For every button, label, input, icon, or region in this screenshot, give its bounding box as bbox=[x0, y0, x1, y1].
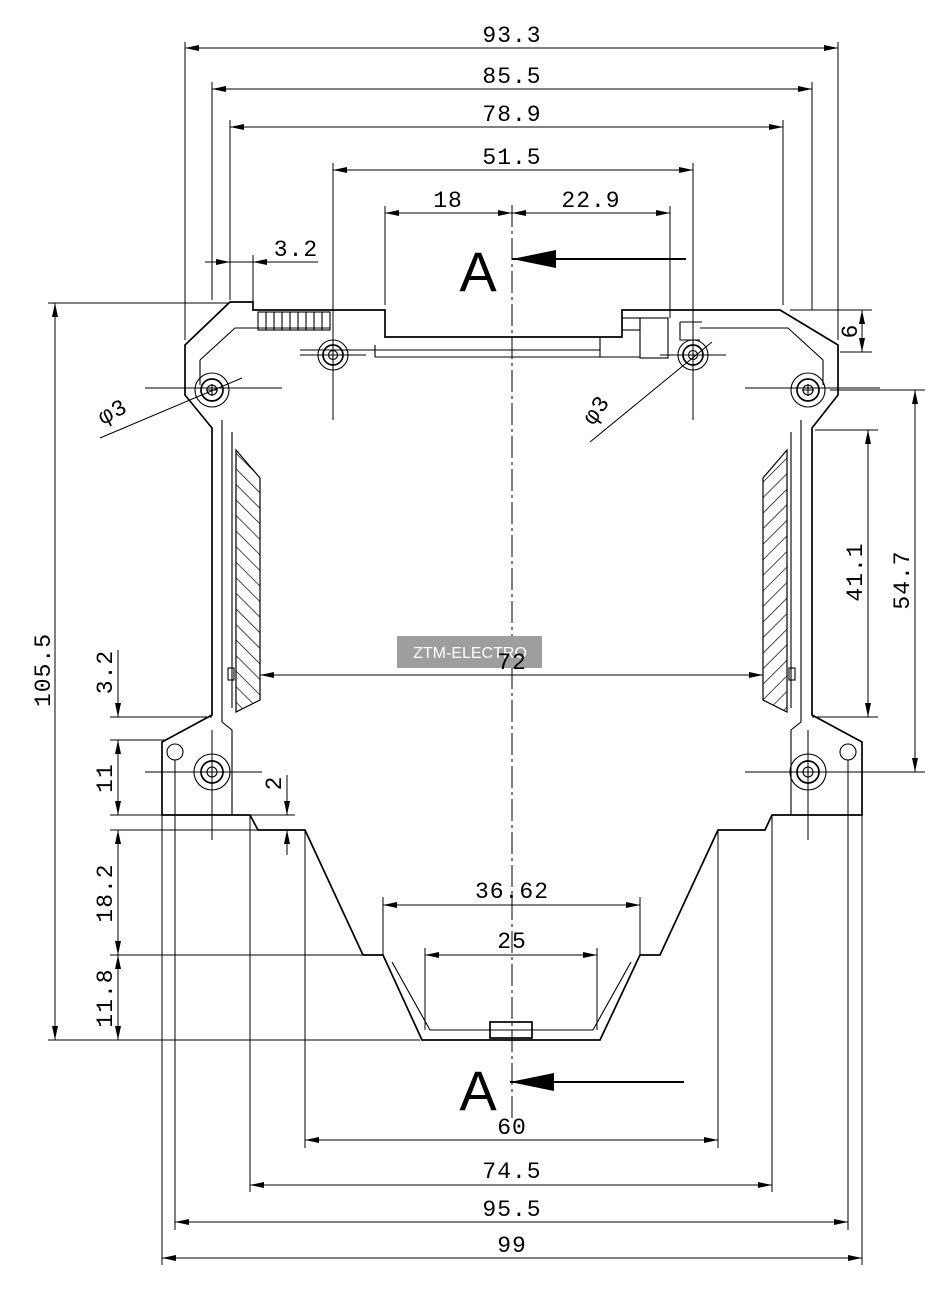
dim-label-top-step: 3.2 bbox=[274, 237, 318, 263]
dim-label-top-rail: 85.5 bbox=[482, 64, 541, 90]
dim-label-bottom-overall: 99 bbox=[497, 1233, 527, 1259]
dim-label-right-inner-height: 41.1 bbox=[843, 542, 869, 601]
dim-label-rail-outer: 36.62 bbox=[475, 879, 549, 905]
hole-label-right: φ3 bbox=[578, 391, 616, 430]
hatch-section-right bbox=[762, 448, 788, 713]
dim-flange-inner: 95.5 bbox=[174, 760, 849, 1230]
watermark-text: ZTM-ELECTRO bbox=[413, 645, 527, 662]
dim-label-right-lip: 6 bbox=[838, 324, 864, 339]
dim-inner-width: 72 bbox=[260, 650, 763, 678]
dim-right-inner-height: 41.1 bbox=[812, 429, 878, 718]
dim-label-left-flange-offset: 3.2 bbox=[93, 650, 119, 694]
dim-bottom-overall: 99 bbox=[161, 815, 863, 1265]
dim-lid-right: 22.9 bbox=[512, 188, 671, 318]
hole-callout-left: φ3 bbox=[94, 377, 243, 439]
dim-left-total-height: 105.5 bbox=[31, 302, 420, 1041]
dim-label-lid-left: 18 bbox=[433, 188, 463, 214]
dim-label-flange-inner: 95.5 bbox=[482, 1197, 541, 1223]
dim-lid: 51.5 bbox=[332, 145, 694, 420]
dim-label-top-inner: 78.9 bbox=[482, 102, 541, 128]
flange-hole-right bbox=[839, 743, 857, 761]
dim-label-lower: 74.5 bbox=[482, 1159, 541, 1185]
screw-hole-upper-right bbox=[790, 372, 826, 408]
dim-left-foot-height: 11.8 bbox=[93, 955, 121, 1040]
section-marker-top: A bbox=[459, 240, 686, 303]
dim-label-base: 60 bbox=[497, 1115, 527, 1141]
watermark: ZTM-ELECTRO bbox=[397, 636, 542, 668]
dim-label-rail-inner: 25 bbox=[497, 929, 527, 955]
dim-label-small-step: 2 bbox=[262, 776, 288, 791]
rail-clip bbox=[489, 1021, 533, 1039]
hole-label-left: φ3 bbox=[94, 394, 132, 431]
bottom-rail-inner bbox=[391, 961, 632, 1031]
wall-tab-right bbox=[788, 667, 796, 681]
hatch-section-left bbox=[235, 448, 261, 713]
dim-small-step: 2 bbox=[250, 775, 295, 855]
flange-hole-left bbox=[166, 743, 184, 761]
lid-plate bbox=[300, 337, 640, 358]
dim-rail-inner: 25 bbox=[424, 929, 598, 1030]
dim-label-lid-right: 22.9 bbox=[561, 188, 620, 214]
dim-label-left-foot-height: 11.8 bbox=[93, 968, 119, 1027]
dim-label-top-overall: 93.3 bbox=[482, 23, 541, 49]
dim-lower: 74.5 bbox=[249, 815, 773, 1192]
dim-label-left-flange-height: 11 bbox=[93, 763, 119, 793]
dim-top-step: 3.2 bbox=[205, 237, 318, 302]
section-marker-bottom: A bbox=[459, 1059, 684, 1122]
dim-label-lid: 51.5 bbox=[482, 145, 541, 171]
dim-base: 60 bbox=[304, 830, 719, 1148]
dim-label-right-hole-spacing: 54.7 bbox=[890, 550, 916, 609]
dim-right-hole-spacing: 54.7 bbox=[830, 389, 925, 773]
dim-lid-left: 18 bbox=[384, 188, 512, 305]
dim-rail-outer: 36.62 bbox=[382, 879, 641, 955]
section-label-top: A bbox=[459, 240, 497, 303]
screw-hole-upper-left bbox=[194, 372, 230, 408]
dim-left-flange-offset: 3.2 bbox=[93, 650, 121, 717]
dim-label-inner-width: 72 bbox=[497, 650, 527, 676]
left-extension-lines bbox=[110, 716, 363, 956]
dim-label-left-taper-height: 18.2 bbox=[93, 863, 119, 922]
dim-right-lip: 6 bbox=[790, 309, 872, 353]
dim-top-rail: 85.5 bbox=[211, 64, 813, 310]
dim-top-overall: 93.3 bbox=[184, 23, 839, 340]
dim-top-inner: 78.9 bbox=[229, 102, 784, 305]
wall-tab-left bbox=[227, 667, 235, 681]
section-label-bottom: A bbox=[459, 1059, 497, 1122]
top-vents bbox=[257, 311, 331, 331]
inner-wall-right bbox=[700, 327, 824, 815]
dim-left-taper-height: 18.2 bbox=[93, 830, 121, 955]
dim-label-left-total-height: 105.5 bbox=[31, 633, 57, 707]
dim-left-flange-height: 11 bbox=[93, 740, 121, 815]
inner-wall-left bbox=[199, 327, 330, 815]
